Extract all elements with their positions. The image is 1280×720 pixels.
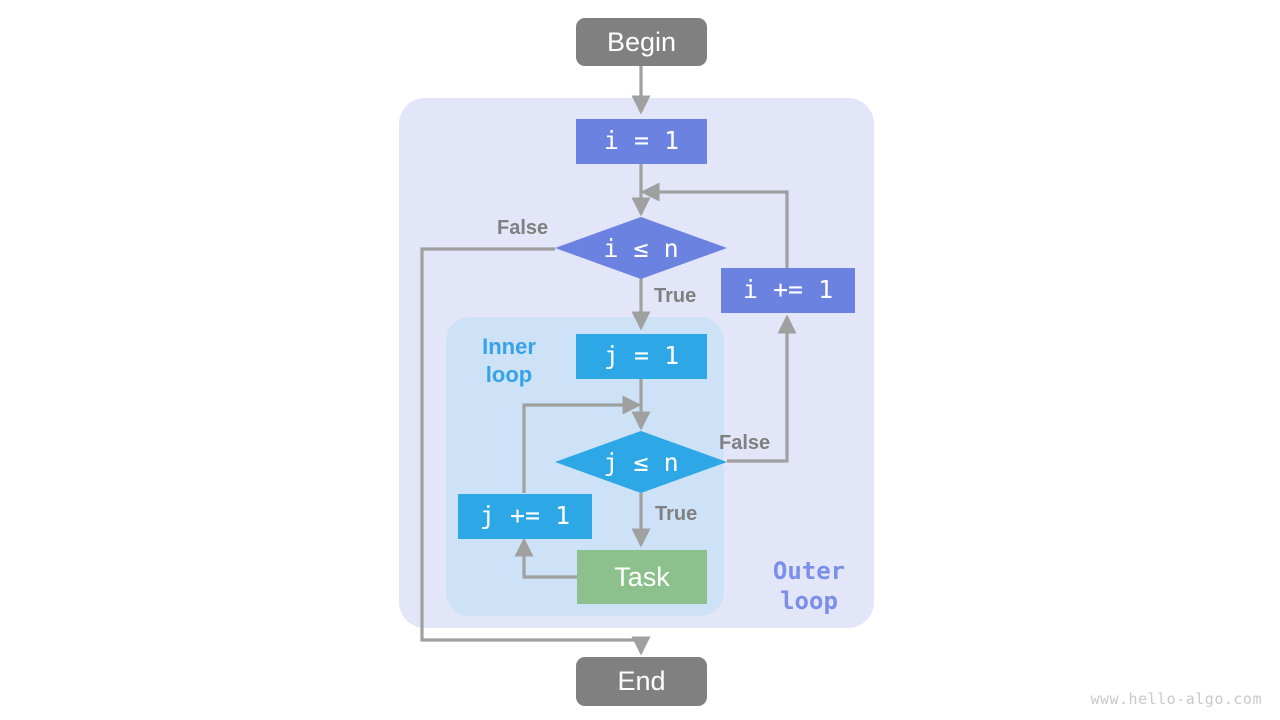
node-i-inc-label: i += 1 <box>742 275 834 305</box>
watermark: www.hello-algo.com <box>1090 690 1262 708</box>
node-j-cond-label: j ≤ n <box>603 447 679 477</box>
node-j-inc[interactable]: j += 1 <box>458 494 592 539</box>
edge-label-j-false: False <box>719 432 771 454</box>
edge-label-i-false: False <box>497 217 549 239</box>
node-i-init-label: i = 1 <box>603 126 680 156</box>
outer-loop-label: Outer loop <box>772 557 846 615</box>
node-j-init[interactable]: j = 1 <box>576 334 707 379</box>
node-i-cond[interactable]: i ≤ n <box>555 217 727 279</box>
node-i-inc[interactable]: i += 1 <box>721 268 855 313</box>
node-begin[interactable]: Begin <box>576 18 707 66</box>
edge-label-j-true: True <box>655 503 698 525</box>
node-j-init-label: j = 1 <box>603 341 680 371</box>
node-i-init[interactable]: i = 1 <box>576 119 707 164</box>
node-end[interactable]: End <box>576 657 707 706</box>
node-task-label: Task <box>614 561 670 592</box>
node-task[interactable]: Task <box>577 550 707 604</box>
inner-loop-label: Inner loop <box>482 334 536 387</box>
node-end-label: End <box>617 666 666 697</box>
node-i-cond-label: i ≤ n <box>603 233 679 263</box>
node-j-inc-label: j += 1 <box>479 501 571 531</box>
diamond-shape-j-cond <box>555 431 727 493</box>
node-j-cond[interactable]: j ≤ n <box>555 431 727 493</box>
diamond-shape-i-cond <box>555 217 727 279</box>
node-begin-label: Begin <box>606 26 677 57</box>
edge-label-i-true: True <box>654 285 697 307</box>
